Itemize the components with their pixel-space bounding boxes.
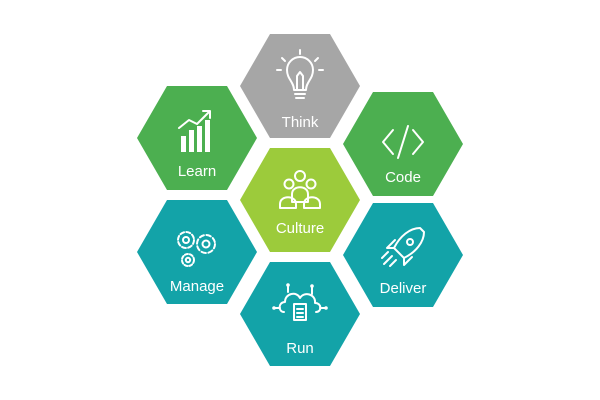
hex-learn-label: Learn [178,163,216,180]
hex-code: Code [343,92,463,196]
gears-icon [177,231,216,267]
hex-run-label: Run [286,340,314,357]
hex-deliver-label: Deliver [380,280,427,297]
hex-deliver: Deliver [343,203,463,307]
people-group-icon [279,170,321,209]
hex-deliver-shape [343,203,463,307]
hex-think-label: Think [282,114,319,131]
growth-chart-icon [178,110,211,152]
lightbulb-icon [276,49,324,99]
hex-think: Think [240,34,360,138]
hex-code-label: Code [385,169,421,186]
hex-culture-label: Culture [276,220,324,237]
code-brackets-icon [382,125,424,159]
hex-manage-label: Manage [170,278,224,295]
hex-culture-shape [240,148,360,252]
rocket-icon [381,227,425,267]
hex-manage-shape [137,200,257,304]
hex-culture: Culture [240,148,360,252]
hex-learn: Learn [137,86,257,190]
cloud-document-icon [272,283,328,321]
hex-run: Run [240,262,360,366]
hex-manage: Manage [137,200,257,304]
hex-think-shape [240,34,360,138]
